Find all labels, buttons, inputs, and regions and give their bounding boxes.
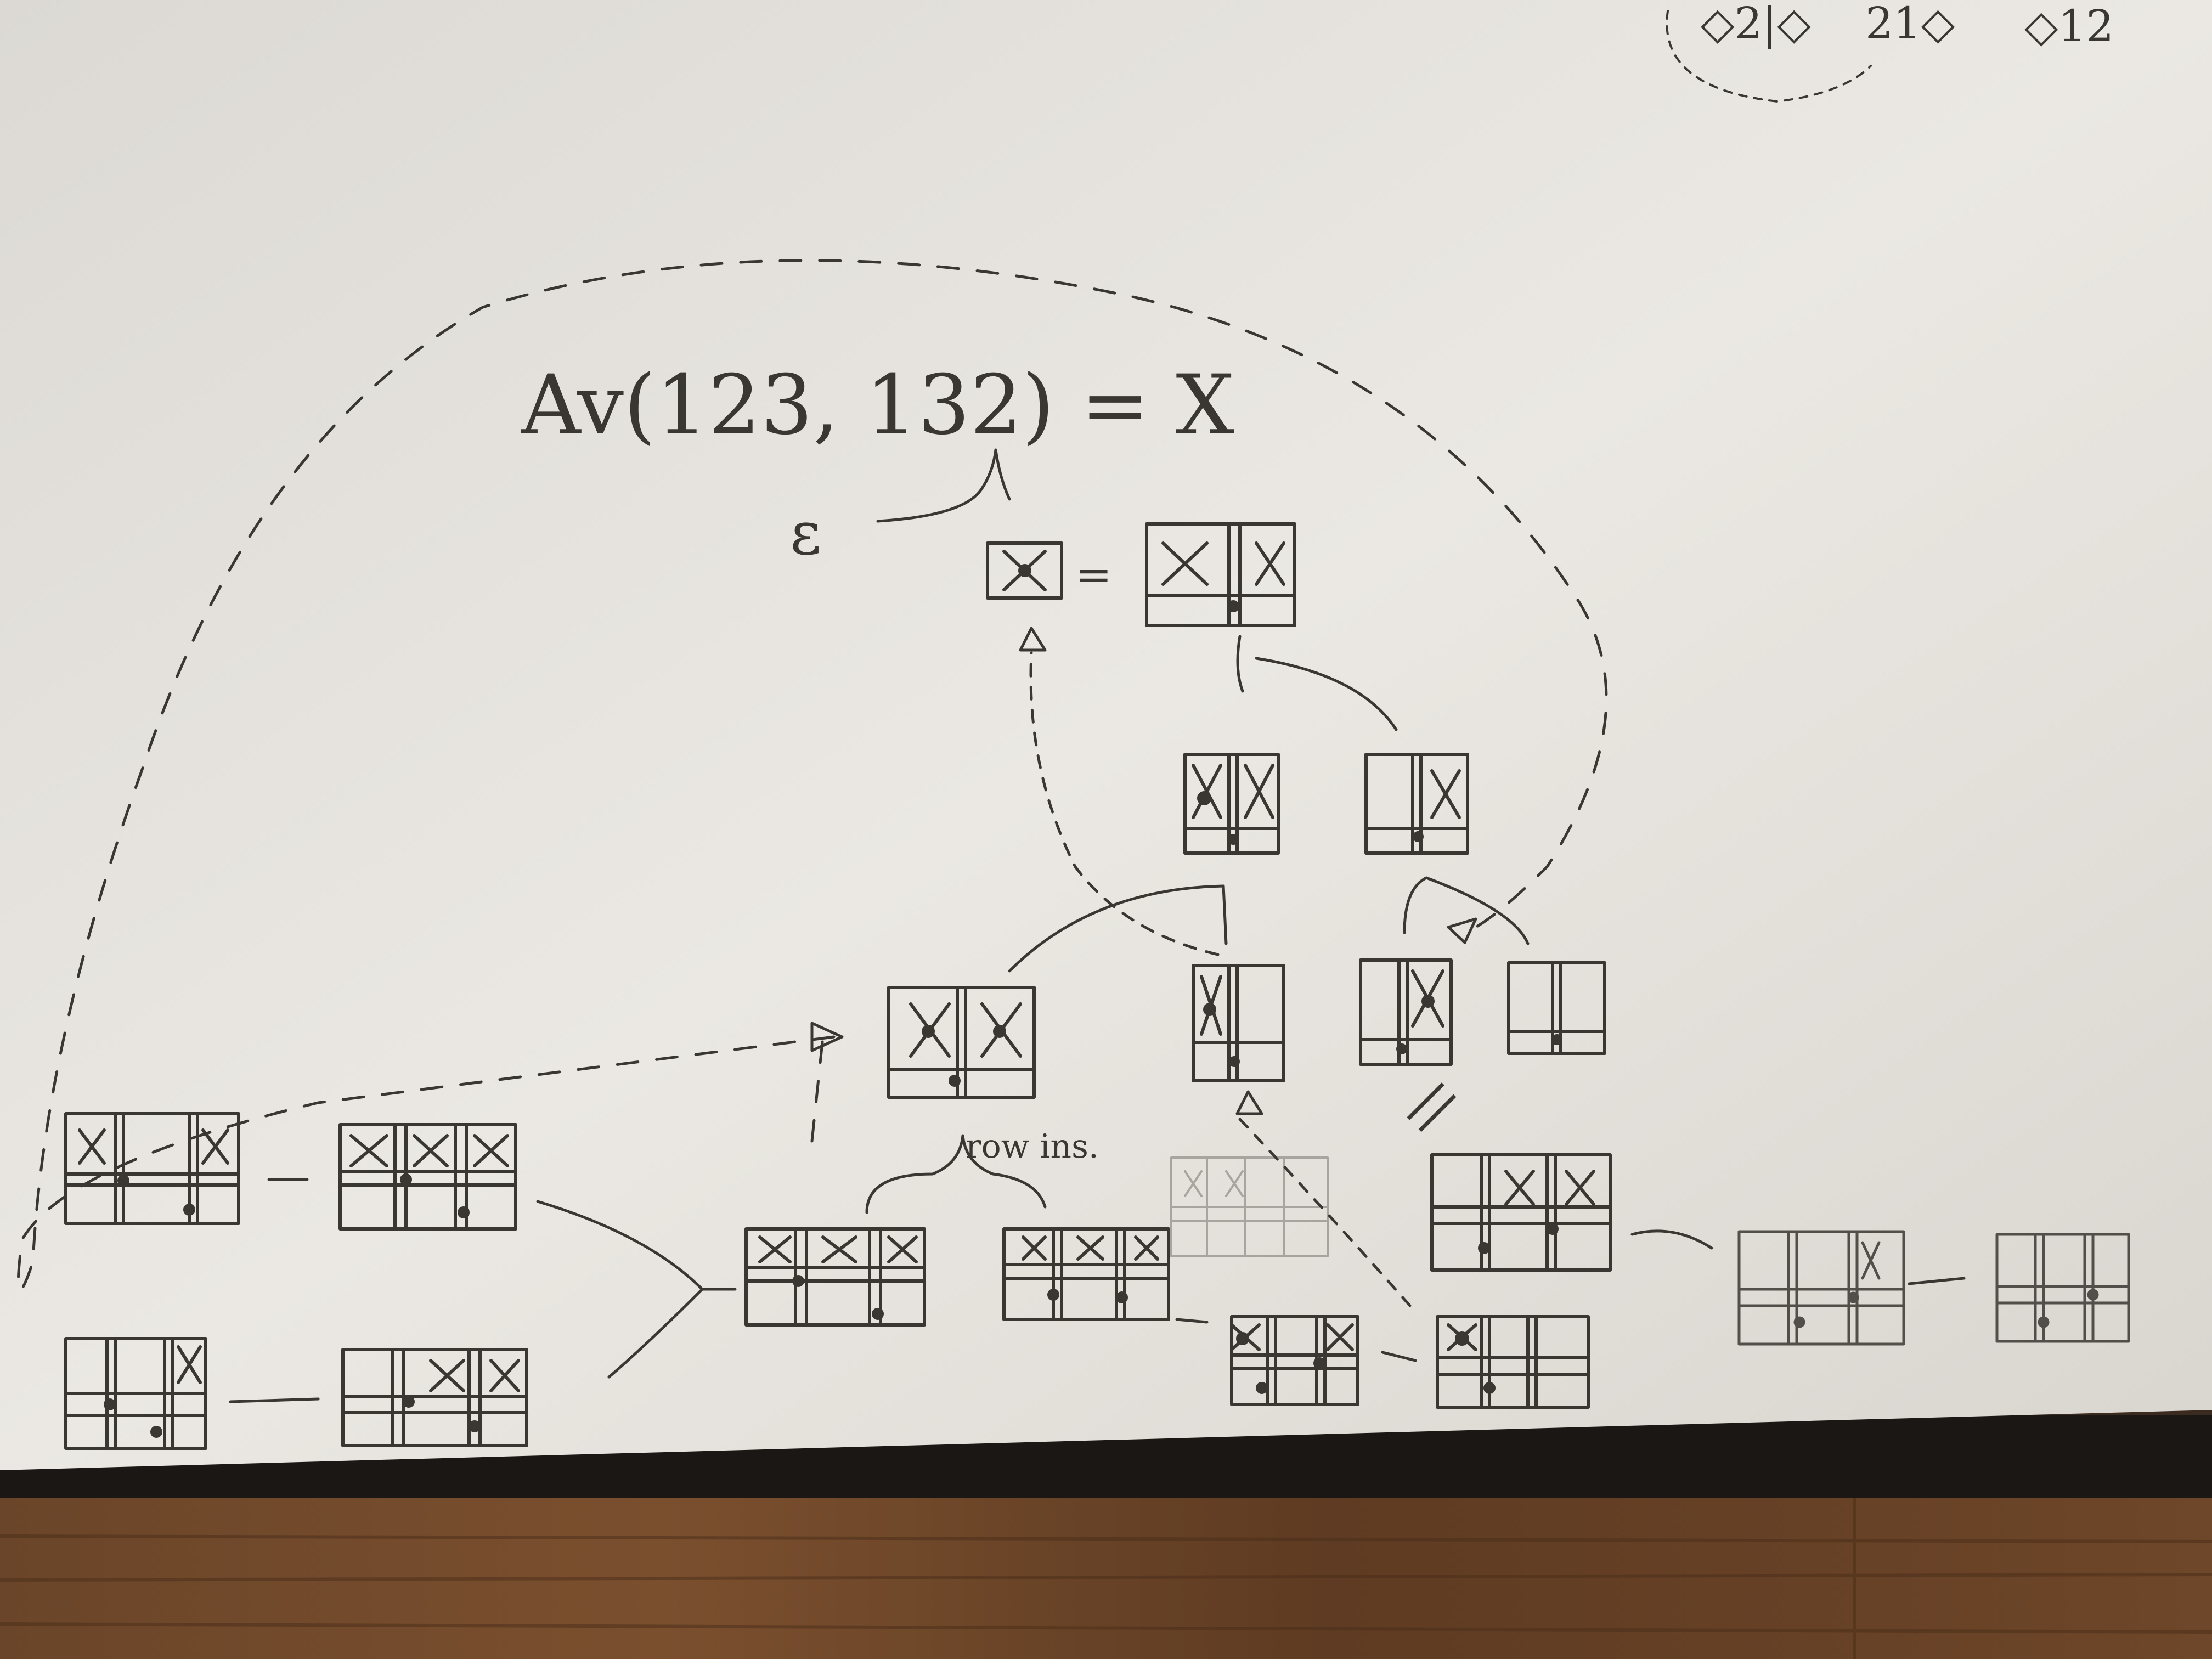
epsilon-label: ε	[790, 498, 821, 568]
title-brace	[876, 448, 1011, 523]
grid-node-faint	[1170, 1156, 1329, 1257]
grid-node-br-1	[1430, 1153, 1612, 1272]
grid-node-l3-b	[1192, 964, 1285, 1082]
title: Av(123, 132) = X	[521, 358, 1234, 453]
single-cell-box	[986, 541, 1063, 600]
grid-node-l3-a	[887, 986, 1036, 1099]
grid-node-l2-right	[1364, 753, 1469, 855]
right-arrowhead	[1447, 917, 1477, 944]
grid-node-l3-d	[1507, 961, 1606, 1055]
grid-node-bl-4	[341, 1348, 528, 1447]
equals-sign: =	[1075, 549, 1112, 600]
corner-dashed-arc	[1666, 10, 1872, 103]
corner-label-2: 21◇	[1865, 0, 1955, 49]
loop-arrowhead	[810, 1022, 844, 1052]
grid-node-bm-3	[1230, 1315, 1359, 1406]
lower-dashed-line	[1238, 1118, 1412, 1307]
grid-node-bm-4	[1436, 1315, 1590, 1409]
inner-arrowhead	[1019, 627, 1047, 652]
grid-node-l2-left	[1183, 753, 1280, 855]
grid-node-l3-c	[1359, 958, 1453, 1066]
row-ins-label: row ins.	[966, 1127, 1099, 1166]
inner-dashed-arrow	[1029, 651, 1220, 956]
grid-node-bl-2	[338, 1123, 517, 1231]
corner-label-1: ◇2|◇	[1701, 0, 1811, 49]
merge-bracket	[536, 1200, 704, 1379]
connector	[1630, 1229, 1713, 1250]
connector	[1175, 1318, 1209, 1324]
tree-edge	[1008, 876, 1530, 973]
grid-node-bm-1	[744, 1227, 926, 1327]
corner-label-3: ◇12	[2024, 1, 2114, 52]
connector	[1908, 1277, 1966, 1285]
grid-node-bl-1	[64, 1112, 240, 1225]
paper-sheet	[0, 0, 2212, 1470]
grid-node-br-3	[1995, 1233, 2130, 1343]
row-ins-brace	[865, 1134, 1047, 1214]
wood-grain	[0, 1498, 2212, 1659]
grid-node-br-2	[1737, 1230, 1905, 1346]
grid-node-bl-3	[64, 1337, 207, 1450]
outer-dashed-loop	[16, 259, 1608, 1291]
grid-node-bm-2	[1002, 1227, 1170, 1321]
lower-arrowhead	[1235, 1090, 1263, 1115]
connector	[1381, 1351, 1417, 1362]
grid-node-top	[1145, 522, 1296, 627]
connector	[229, 1397, 320, 1403]
tree-edge	[1236, 635, 1398, 731]
